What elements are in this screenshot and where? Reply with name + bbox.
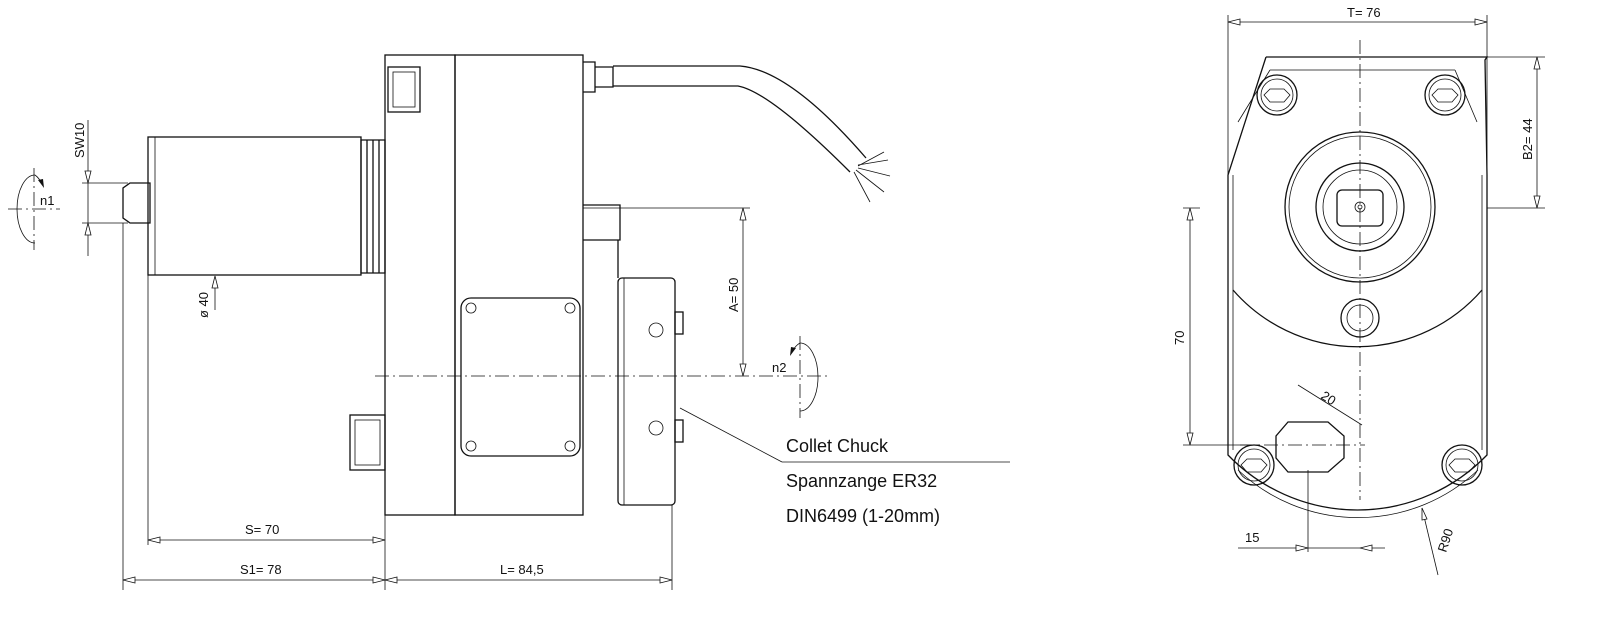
diameter-label: ø 40: [196, 292, 211, 318]
n1-label: n1: [40, 193, 54, 208]
adapter-plate: [384, 54, 456, 516]
bolt-icon: [1441, 444, 1483, 486]
offset-15-label: 15: [1245, 530, 1259, 545]
cover-plate: [460, 297, 581, 457]
l-dimension-label: L= 84,5: [500, 562, 544, 577]
side-view: n1 SW10 ø 40: [8, 54, 1010, 590]
drive-shaft: [122, 182, 151, 224]
callout-line-3: DIN6499 (1-20mm): [786, 506, 940, 526]
bolt-icon: [1233, 444, 1275, 486]
side-block: [349, 414, 386, 471]
front-view: T= 76 B2= 44 70 20: [1172, 5, 1545, 576]
bolt-icon: [1256, 74, 1298, 116]
height-70-label: 70: [1172, 331, 1187, 345]
collet-chuck: [617, 277, 676, 506]
s1-dimension-label: S1= 78: [240, 562, 282, 577]
cable: [613, 65, 867, 159]
width-20-label: 20: [1318, 388, 1338, 408]
sw-label: SW10: [72, 123, 87, 158]
a-dimension-label: A= 50: [726, 278, 741, 312]
housing-outline: [1227, 56, 1489, 511]
gear-housing: [454, 54, 584, 516]
bolt-icon: [1424, 74, 1466, 116]
t-dimension-label: T= 76: [1347, 5, 1381, 20]
callout-line-2: Spannzange ER32: [786, 471, 937, 491]
callout-line-1: Collet Chuck: [786, 436, 889, 456]
rotation-n2-icon: [790, 336, 819, 418]
n2-label: n2: [772, 360, 786, 375]
motor-cylinder: [147, 136, 362, 276]
b2-dimension-label: B2= 44: [1520, 118, 1535, 160]
rotation-n1-icon: [8, 168, 60, 250]
slot: [1275, 421, 1345, 473]
radius-label: R90: [1435, 527, 1457, 554]
s-dimension-label: S= 70: [245, 522, 279, 537]
